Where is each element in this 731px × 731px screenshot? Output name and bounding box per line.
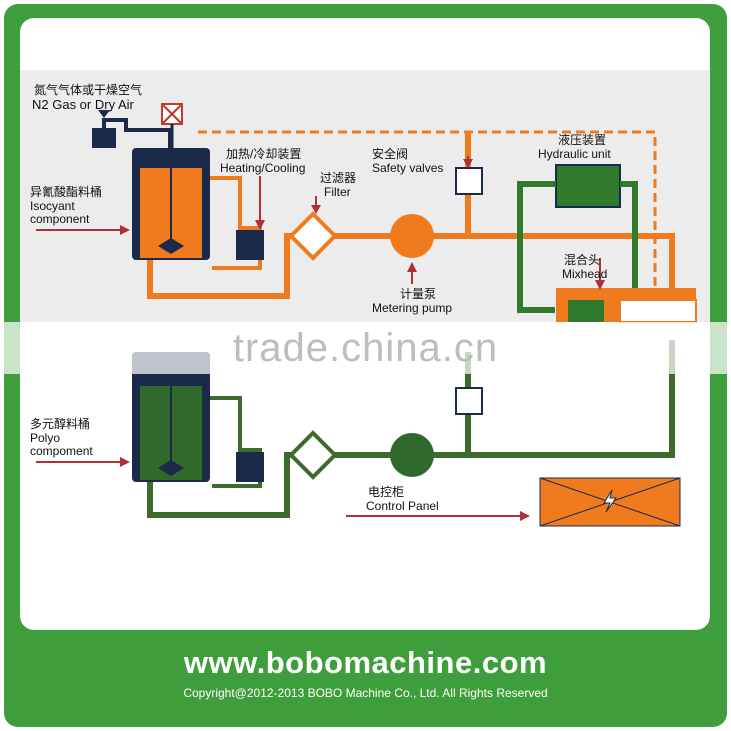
polyo-heat-exchanger bbox=[236, 452, 264, 482]
n2-label-cn: 氮气气体或干燥空气 bbox=[34, 83, 143, 97]
iso-metering-pump bbox=[390, 214, 434, 258]
polyo-main-line bbox=[147, 340, 675, 518]
watermark-band bbox=[0, 322, 731, 374]
polyo-heat-loop bbox=[208, 396, 262, 488]
safety-label-en: Safety valves bbox=[372, 161, 444, 175]
hydraulic-label-en: Hydraulic unit bbox=[538, 147, 611, 161]
iso-main-line bbox=[147, 233, 675, 300]
hydraulic-lines bbox=[517, 181, 556, 313]
hydraulic-unit bbox=[555, 164, 621, 208]
mixhead-label-cn: 混合头 bbox=[564, 253, 601, 267]
filter-label-cn: 过滤器 bbox=[320, 171, 357, 185]
gas-dashed-line bbox=[198, 130, 657, 300]
meter-label-en: Metering pump bbox=[372, 301, 453, 315]
control-label-en: Control Panel bbox=[366, 499, 439, 513]
iso-label-en2: component bbox=[30, 212, 90, 226]
heat-label-en: Heating/Cooling bbox=[220, 161, 306, 175]
n2-line bbox=[102, 118, 172, 148]
lightning-icon bbox=[603, 489, 617, 513]
polyo-safety-valve bbox=[455, 387, 483, 415]
heat-label-cn: 加热/冷却装置 bbox=[226, 147, 302, 161]
iso-safety-valve bbox=[455, 167, 483, 195]
iso-label-en1: Isocyant bbox=[30, 199, 75, 213]
iso-heat-loop bbox=[208, 176, 262, 270]
polyo-label-en2: compoment bbox=[30, 444, 93, 458]
polyo-agitator-icon bbox=[158, 460, 184, 468]
iso-heat-exchanger bbox=[236, 230, 264, 260]
copyright-text: Copyright@2012-2013 BOBO Machine Co., Lt… bbox=[183, 686, 548, 700]
safety-label-cn: 安全阀 bbox=[372, 147, 409, 161]
mixhead-label-en: Mixhead bbox=[562, 267, 608, 281]
arrows bbox=[36, 156, 605, 521]
iso-label-cn: 异氰酸酯料桶 bbox=[30, 185, 103, 199]
polyo-label-en1: Polyo bbox=[30, 431, 61, 445]
control-label-cn: 电控柜 bbox=[368, 485, 405, 499]
hydraulic-label-cn: 液压装置 bbox=[558, 133, 607, 147]
website-url: www.bobomachine.com bbox=[183, 645, 548, 680]
pu-machine-flow-diagram bbox=[20, 70, 710, 527]
polyo-filter-icon bbox=[288, 430, 338, 480]
iso-agitator-icon bbox=[158, 238, 184, 246]
filter-label-en: Filter bbox=[324, 185, 351, 199]
n2-valve-icon bbox=[92, 128, 116, 148]
iso-filter-icon bbox=[288, 211, 338, 261]
watermark-text: trade.china.cn bbox=[232, 326, 499, 370]
polyo-metering-pump bbox=[390, 433, 434, 477]
n2-label-en: N2 Gas or Dry Air bbox=[32, 97, 134, 112]
meter-label-cn: 计量泵 bbox=[400, 287, 437, 301]
polyo-label-cn: 多元醇料桶 bbox=[30, 417, 91, 431]
n2-check-valve-icon bbox=[98, 110, 110, 118]
